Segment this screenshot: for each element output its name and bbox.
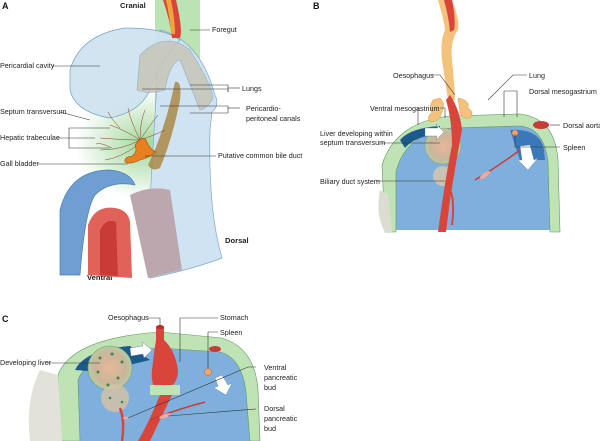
rotation-arrow-b1 bbox=[424, 123, 445, 141]
orientation-ventral: Ventral bbox=[87, 273, 112, 282]
rotation-arrow-c2 bbox=[213, 374, 233, 396]
panel-a-leader-lines bbox=[37, 29, 240, 165]
label-c-dorsal-pancreatic: pancreatic bbox=[264, 414, 298, 423]
oesophagus-c bbox=[156, 325, 164, 329]
rotation-arrow-b2 bbox=[517, 144, 539, 171]
oesophagus-stomach bbox=[438, 95, 462, 232]
label-hepatic-trabeculae: Hepatic trabeculae bbox=[0, 133, 60, 142]
pericardioperitoneal-canal bbox=[148, 81, 181, 170]
label-gall-bladder: Gall bladder bbox=[0, 159, 39, 168]
lungs bbox=[136, 40, 214, 111]
foregut-lumen bbox=[166, 0, 175, 34]
body-wall-outer-c bbox=[28, 370, 62, 441]
gut-vessel bbox=[474, 149, 521, 181]
label-c-dorsal: Dorsal bbox=[264, 404, 285, 413]
dorsal-pancreatic-bud bbox=[159, 413, 171, 419]
label-putative-common-bile-duct: Putative common bile duct bbox=[218, 151, 302, 160]
body-section-face bbox=[130, 188, 182, 278]
rotation-arrow-c1 bbox=[129, 341, 153, 359]
label-b-dorsal-aorta: Dorsal aorta bbox=[563, 121, 600, 130]
label-b-spleen: Spleen bbox=[563, 143, 585, 152]
panel-a: A Cranial Dorsal Ventral bbox=[0, 0, 302, 282]
pancreatic-bud-b bbox=[479, 171, 491, 179]
dorsal-aorta bbox=[533, 121, 549, 129]
label-c-ventral-pancreatic: pancreatic bbox=[264, 373, 298, 382]
mesentery-band bbox=[150, 385, 180, 395]
label-septum-transversum: Septum transversum bbox=[0, 107, 66, 116]
spleen-c bbox=[204, 368, 212, 376]
oesophagus-upper bbox=[444, 0, 455, 32]
ventral-pancreatic-bud bbox=[123, 416, 129, 420]
label-lungs: Lungs bbox=[242, 84, 262, 93]
label-b-dorsal-mesogastrium: Dorsal mesogastrium bbox=[529, 87, 597, 96]
lung-bud-right bbox=[457, 97, 473, 119]
panel-b-leader-lines bbox=[376, 74, 560, 182]
panel-b: B bbox=[313, 0, 600, 233]
label-b-lung: Lung bbox=[529, 71, 545, 80]
bile-duct-c bbox=[118, 407, 125, 441]
label-c-dorsal-bud: bud bbox=[264, 424, 276, 433]
label-c-developing-liver: Developing liver bbox=[0, 358, 52, 367]
label-b-septum-transversum: septum transversum bbox=[320, 138, 385, 147]
lung-bud-left bbox=[428, 97, 444, 123]
dorsal-aorta-c bbox=[209, 346, 221, 352]
label-pericardio: Pericardio- bbox=[246, 104, 281, 113]
label-b-liver-developing: Liver developing within bbox=[320, 129, 393, 138]
panel-c: C bbox=[0, 313, 298, 441]
stomach bbox=[151, 327, 178, 390]
orientation-cranial: Cranial bbox=[120, 1, 146, 10]
label-c-ventral-bud: bud bbox=[264, 383, 276, 392]
developing-liver-c bbox=[87, 345, 133, 391]
label-c-spleen: Spleen bbox=[220, 328, 242, 337]
label-peritoneal-canals: peritoneal canals bbox=[246, 114, 301, 123]
developing-liver-c-lower bbox=[101, 384, 129, 412]
label-foregut: Foregut bbox=[212, 25, 237, 34]
panel-c-letter: C bbox=[2, 314, 9, 324]
panel-a-letter: A bbox=[2, 1, 9, 11]
gall-bladder-and-bile-duct bbox=[124, 138, 157, 164]
panel-c-leader-lines bbox=[47, 317, 257, 419]
label-c-ventral: Ventral bbox=[264, 363, 287, 372]
label-b-oesophagus: Oesophagus bbox=[393, 71, 434, 80]
label-c-stomach: Stomach bbox=[220, 313, 248, 322]
body-wall-outer bbox=[378, 190, 392, 232]
label-b-ventral-mesogastrium: Ventral mesogastrium bbox=[370, 104, 440, 113]
heart-tube-inner bbox=[100, 221, 118, 276]
lesser-sac bbox=[510, 129, 545, 160]
ventral-body-wall bbox=[59, 169, 136, 276]
label-pericardial-cavity: Pericardial cavity bbox=[0, 61, 55, 70]
biliary-duct-system bbox=[449, 189, 455, 226]
panel-b-letter: B bbox=[313, 1, 320, 11]
label-c-oesophagus: Oesophagus bbox=[108, 313, 149, 322]
orientation-dorsal: Dorsal bbox=[225, 236, 249, 245]
vessel-c bbox=[149, 401, 206, 421]
liver-texture bbox=[96, 352, 124, 404]
label-b-biliary-duct-system: Biliary duct system bbox=[320, 177, 380, 186]
